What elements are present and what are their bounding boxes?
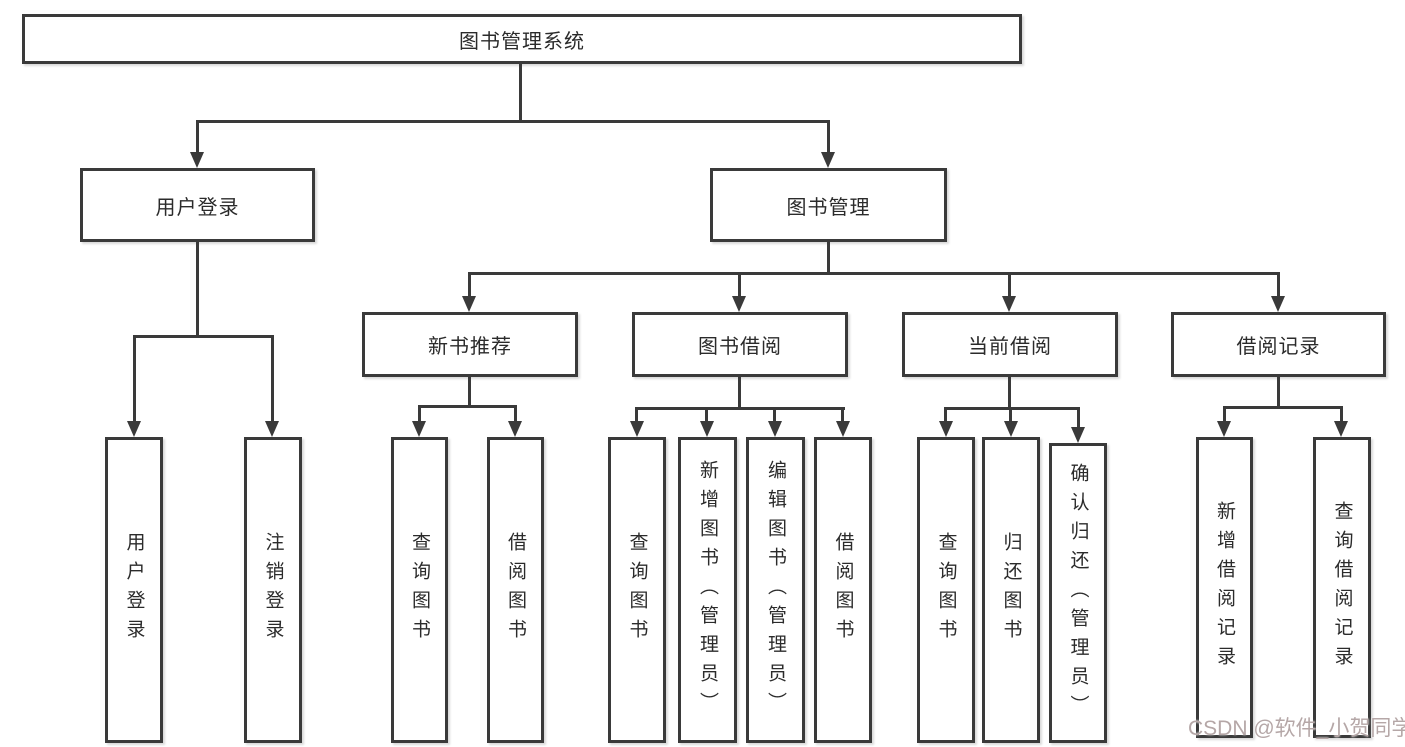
arrowhead-new-books: [462, 296, 476, 312]
connector-drop-nb-query: [418, 405, 421, 423]
connector-drop-current-borrow: [1008, 272, 1011, 298]
connector-book-mgmt-bus: [469, 272, 1280, 275]
arrowhead-br-add: [1217, 421, 1231, 437]
arrowhead-bb-query: [630, 421, 644, 437]
connector-book-borrow-stem: [738, 377, 741, 407]
arrowhead-nb-borrow: [508, 421, 522, 437]
csdn-watermark: CSDN @软件_小贺同学: [1188, 717, 1405, 740]
connector-drop-book-borrow: [738, 272, 741, 298]
leaf-bb-edit-books-admin: 编辑图书（管理员）: [746, 437, 805, 743]
leaf-bb-add-books-admin-label: 新增图书（管理员）: [697, 459, 718, 721]
node-book-borrowing: 图书借阅: [632, 312, 848, 377]
connector-borrow-records-stem: [1277, 377, 1280, 406]
leaf-br-query-record: 查询借阅记录: [1313, 437, 1371, 738]
connector-current-borrow-stem: [1008, 377, 1011, 407]
leaf-nb-borrow-books-label: 借阅图书: [505, 532, 526, 648]
node-user-login: 用户登录: [80, 168, 315, 242]
node-book-management-label: 图书管理: [786, 196, 871, 219]
node-root-library-system: 图书管理系统: [22, 14, 1022, 64]
leaf-bb-borrow-books-label: 借阅图书: [832, 532, 854, 648]
arrowhead-cb-confirm: [1071, 427, 1085, 443]
connector-drop-cb-query: [944, 407, 947, 423]
leaf-bb-borrow-books: 借阅图书: [814, 437, 872, 743]
arrowhead-nb-query: [412, 421, 426, 437]
leaf-cb-query-books-label: 查询图书: [935, 532, 957, 648]
connector-drop-login-leaf: [133, 335, 136, 423]
connector-borrow-records-bus: [1223, 406, 1343, 409]
node-borrow-records: 借阅记录: [1171, 312, 1386, 377]
connector-new-books-bus: [418, 405, 517, 408]
connector-drop-br-add: [1223, 406, 1226, 423]
leaf-cb-confirm-return-admin-label: 确认归还（管理员）: [1067, 462, 1089, 724]
connector-user-login-bus: [133, 335, 274, 338]
leaf-br-add-record-label: 新增借阅记录: [1214, 500, 1235, 675]
connector-user-login-stem: [196, 242, 199, 335]
leaf-user-login-label: 用户登录: [123, 532, 145, 648]
arrowhead-current-borrow: [1002, 296, 1016, 312]
connector-drop-cb-confirm: [1077, 407, 1080, 429]
leaf-br-query-record-label: 查询借阅记录: [1331, 500, 1353, 675]
leaf-nb-query-books-label: 查询图书: [409, 532, 430, 648]
node-new-book-recommend: 新书推荐: [362, 312, 578, 377]
connector-book-mgmt-stem: [827, 242, 830, 272]
connector-current-borrow-bus: [944, 407, 1080, 410]
leaf-bb-edit-books-admin-label: 编辑图书（管理员）: [765, 459, 786, 721]
connector-drop-bb-edit: [773, 407, 776, 423]
connector-drop-logout-leaf: [271, 335, 274, 423]
connector-new-books-stem: [468, 377, 471, 405]
arrowhead-login-leaf: [127, 421, 141, 437]
leaf-cb-return-books-label: 归还图书: [1000, 532, 1022, 648]
connector-drop-borrow-records: [1277, 272, 1280, 298]
arrowhead-bb-edit: [768, 421, 782, 437]
connector-drop-bb-borrow: [841, 407, 844, 423]
connector-drop-user-login: [196, 120, 199, 154]
arrowhead-borrow-records: [1271, 296, 1285, 312]
connector-drop-nb-borrow: [514, 405, 517, 423]
arrowhead-book-mgmt: [821, 152, 835, 168]
leaf-cb-query-books: 查询图书: [917, 437, 975, 743]
leaf-logout: 注销登录: [244, 437, 302, 743]
arrowhead-bb-borrow: [836, 421, 850, 437]
arrowhead-cb-return: [1004, 421, 1018, 437]
leaf-nb-query-books: 查询图书: [391, 437, 448, 743]
node-book-borrowing-label: 图书借阅: [698, 336, 782, 358]
leaf-br-add-record: 新增借阅记录: [1196, 437, 1253, 738]
connector-root-stem: [519, 64, 522, 120]
leaf-user-login: 用户登录: [105, 437, 163, 743]
leaf-cb-confirm-return-admin: 确认归还（管理员）: [1049, 443, 1107, 743]
connector-drop-new-books: [468, 272, 471, 298]
arrowhead-bb-add: [700, 421, 714, 437]
arrowhead-logout-leaf: [265, 421, 279, 437]
connector-drop-book-mgmt: [827, 120, 830, 154]
connector-drop-bb-add: [705, 407, 708, 423]
arrowhead-br-query: [1334, 421, 1348, 437]
connector-drop-br-query: [1340, 406, 1343, 423]
arrowhead-book-borrow: [732, 296, 746, 312]
leaf-bb-add-books-admin: 新增图书（管理员）: [678, 437, 737, 743]
leaf-logout-label: 注销登录: [262, 532, 284, 648]
leaf-bb-query-books-label: 查询图书: [626, 532, 648, 648]
connector-drop-cb-return: [1009, 407, 1012, 423]
leaf-bb-query-books: 查询图书: [608, 437, 666, 743]
arrowhead-cb-query: [939, 421, 953, 437]
node-current-borrowing: 当前借阅: [902, 312, 1118, 377]
leaf-nb-borrow-books: 借阅图书: [487, 437, 544, 743]
node-book-management: 图书管理: [710, 168, 947, 242]
arrowhead-user-login: [190, 152, 204, 168]
connector-root-bus: [196, 120, 829, 123]
node-new-book-recommend-label: 新书推荐: [428, 336, 512, 358]
node-borrow-records-label: 借阅记录: [1236, 336, 1321, 358]
node-user-login-label: 用户登录: [155, 196, 240, 219]
connector-drop-bb-query: [635, 407, 638, 423]
leaf-cb-return-books: 归还图书: [982, 437, 1040, 743]
node-root-label: 图书管理系统: [459, 30, 585, 53]
connector-book-borrow-bus: [635, 407, 845, 410]
node-current-borrowing-label: 当前借阅: [968, 336, 1052, 358]
